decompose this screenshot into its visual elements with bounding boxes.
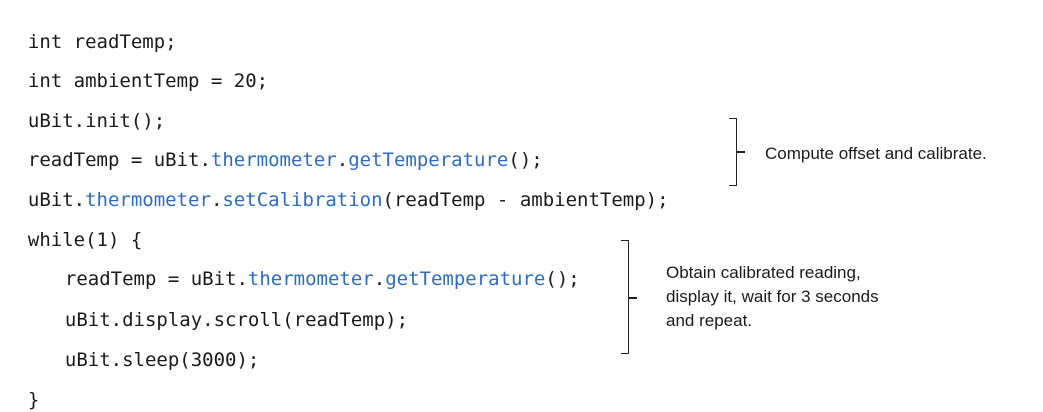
calibrate-bracket-tick bbox=[737, 151, 745, 153]
code-text: uBit.init(); bbox=[27, 110, 166, 132]
loop-bracket-tick bbox=[629, 297, 637, 299]
code-text: uBit. bbox=[27, 189, 86, 211]
code-line-7: readTemp = uBit.thermometer.getTemperatu… bbox=[42, 243, 580, 291]
code-line-10: } bbox=[5, 364, 39, 412]
code-method: setCalibration bbox=[222, 189, 383, 211]
code-method: getTemperature bbox=[385, 268, 546, 290]
loop-annotation-line-3: and repeat. bbox=[666, 311, 753, 330]
code-line-8: uBit.display.scroll(readTemp); bbox=[42, 284, 408, 332]
code-text: int readTemp; bbox=[27, 31, 177, 53]
code-text: uBit.display.scroll(readTemp); bbox=[64, 309, 409, 331]
loop-annotation-line-2: display it, wait for 3 seconds bbox=[666, 287, 879, 306]
code-line-6: while(1) { bbox=[5, 204, 142, 252]
code-text: uBit.sleep(3000); bbox=[64, 349, 260, 371]
code-member: thermometer bbox=[210, 149, 337, 171]
code-line-3: uBit.init(); bbox=[5, 85, 165, 133]
code-text: (); bbox=[545, 268, 580, 290]
code-line-9: uBit.sleep(3000); bbox=[42, 324, 259, 372]
code-text: readTemp = uBit. bbox=[64, 268, 248, 290]
code-member: thermometer bbox=[85, 189, 211, 211]
code-text: (readTemp - ambientTemp); bbox=[382, 189, 669, 211]
code-text: while(1) { bbox=[27, 229, 143, 251]
code-text: readTemp = uBit. bbox=[27, 149, 211, 171]
code-text: } bbox=[27, 389, 40, 411]
code-line-2: int ambientTemp = 20; bbox=[5, 45, 268, 93]
calibrate-annotation: Compute offset and calibrate. bbox=[765, 144, 987, 163]
code-dot: . bbox=[373, 268, 386, 290]
code-line-1: int readTemp; bbox=[5, 6, 177, 54]
loop-annotation: Obtain calibrated reading, display it, w… bbox=[666, 261, 879, 333]
code-member: thermometer bbox=[247, 268, 374, 290]
code-method: getTemperature bbox=[348, 149, 509, 171]
code-text: int ambientTemp = 20; bbox=[27, 70, 269, 92]
calibrate-bracket bbox=[729, 118, 737, 186]
loop-bracket bbox=[621, 240, 629, 354]
code-line-5: uBit.thermometer.setCalibration(readTemp… bbox=[5, 164, 669, 212]
code-line-4: readTemp = uBit.thermometer.getTemperatu… bbox=[5, 124, 543, 172]
code-text: (); bbox=[508, 149, 543, 171]
code-dot: . bbox=[210, 189, 223, 211]
loop-annotation-line-1: Obtain calibrated reading, bbox=[666, 263, 861, 282]
code-dot: . bbox=[336, 149, 349, 171]
